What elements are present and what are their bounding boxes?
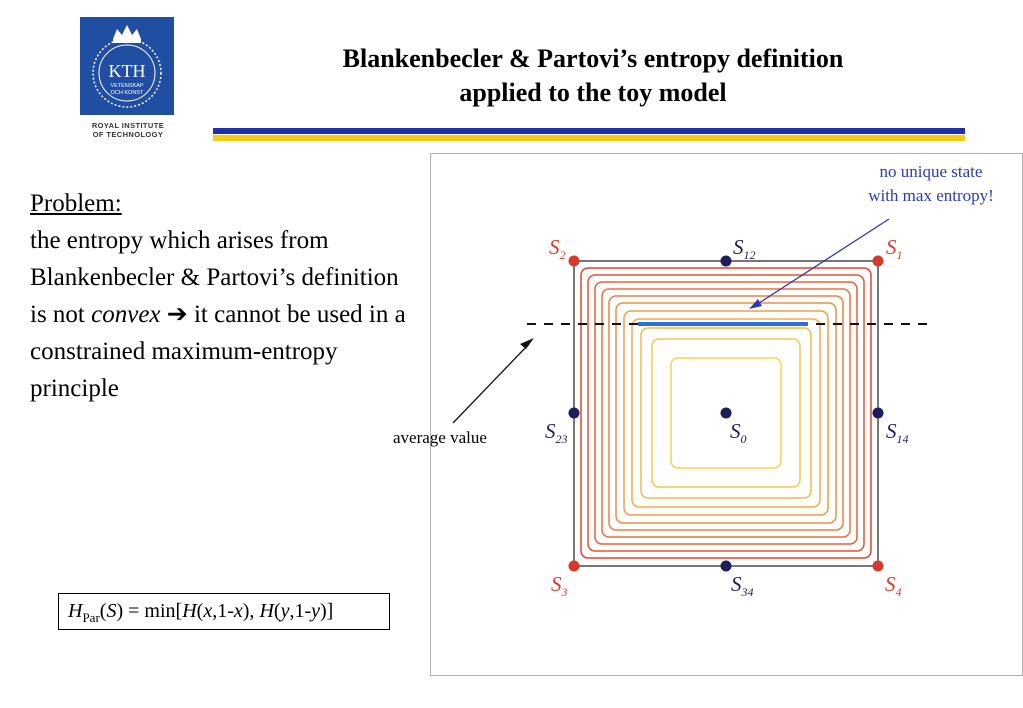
formula-y2: y <box>311 600 321 622</box>
problem-heading: Problem: <box>30 190 122 217</box>
entropy-contour-line <box>631 318 821 508</box>
state-label-s0-sub: 0 <box>740 432 747 447</box>
problem-text-after: it cannot be used in a constrained maxim… <box>30 301 406 402</box>
state-label-s1: S1 <box>886 236 903 266</box>
state-label-s4-sub: 4 <box>895 585 902 600</box>
formula-p2: ( <box>273 600 281 622</box>
formula-c1: ), <box>242 600 260 622</box>
state-label-s12: S12 <box>733 236 756 266</box>
logo-caption-line2: OF TECHNOLOGY <box>92 130 164 139</box>
formula-h2: H <box>259 600 274 622</box>
entropy-contour-line <box>651 338 801 488</box>
state-label-s4-main: S <box>885 572 896 596</box>
formula-m2: ,1- <box>289 600 312 622</box>
logo-subtext-line1: VETENSKAP <box>110 83 143 89</box>
formula-eq: ) = min[ <box>116 600 183 622</box>
state-label-s12-main: S <box>733 235 744 259</box>
note-arrowhead-icon <box>749 299 762 309</box>
formula-close: )] <box>320 600 334 622</box>
title-line1: Blankenbecler & Partovi’s entropy defini… <box>342 44 844 73</box>
no-unique-state-note: no unique state with max entropy! <box>845 160 1017 208</box>
state-label-s34-main: S <box>731 572 742 596</box>
state-point-s1 <box>872 255 884 267</box>
state-label-s34-sub: 34 <box>741 585 754 600</box>
state-point-s12 <box>720 255 732 267</box>
title-line2: applied to the toy model <box>459 78 727 107</box>
kth-logo: KTH VETENSKAP OCH KONST <box>80 17 174 115</box>
state-label-s1-main: S <box>886 235 897 259</box>
state-point-s34 <box>720 560 732 572</box>
implies-arrow-icon: ➔ <box>166 301 188 328</box>
problem-text-block: Problem: the entropy which arises from B… <box>30 185 420 407</box>
formula-x2: x <box>233 600 243 622</box>
state-label-s1-sub: 1 <box>896 248 903 263</box>
problem-emphasis: convex <box>91 301 161 328</box>
entropy-contour-line <box>601 288 851 538</box>
state-label-s4: S4 <box>885 573 902 603</box>
formula-open: ( <box>99 600 107 622</box>
entropy-contour-line <box>587 274 865 552</box>
logo-subtext-line2: OCH KONST <box>111 90 144 96</box>
state-label-s2-sub: 2 <box>559 248 566 263</box>
average-value-label: average value <box>393 428 487 447</box>
logo-text: KTH <box>109 61 146 81</box>
formula-h: H <box>68 600 83 622</box>
entropy-contour-line <box>580 267 872 559</box>
title-underline-yellow <box>213 135 965 141</box>
state-label-s0-main: S <box>730 419 741 443</box>
formula-subscript: Par <box>82 610 100 625</box>
logo-caption-line1: ROYAL INSTITUTE <box>91 121 165 130</box>
state-label-s23-sub: 23 <box>555 432 568 447</box>
entropy-contours <box>580 267 872 559</box>
entropy-contour-line <box>623 310 829 516</box>
state-label-s3: S3 <box>551 573 568 603</box>
state-label-s2-main: S <box>549 235 560 259</box>
entropy-contour-line <box>640 327 812 499</box>
state-point-s14 <box>872 407 884 419</box>
formula-s: S <box>106 600 117 622</box>
formula-p1: ( <box>196 600 204 622</box>
state-point-s3 <box>568 560 580 572</box>
state-label-s23-main: S <box>545 419 556 443</box>
state-label-s14-main: S <box>886 419 897 443</box>
formula-m1: ,1- <box>212 600 234 622</box>
note-line2: with max entropy! <box>868 186 994 205</box>
state-point-s4 <box>872 560 884 572</box>
state-point-s0 <box>720 407 732 419</box>
state-label-s12-sub: 12 <box>743 248 756 263</box>
entropy-contour-line <box>608 295 844 531</box>
note-arrow-line <box>755 218 890 306</box>
state-label-s34: S34 <box>731 573 754 603</box>
formula-x1: x <box>203 600 213 622</box>
entropy-formula-box: HPar(S) = min[H(x,1-x), H(y,1-y)] <box>58 593 390 630</box>
entropy-contour-line <box>594 281 858 545</box>
state-point-s23 <box>568 407 580 419</box>
state-point-s2 <box>568 255 580 267</box>
kth-seal-graphic: KTH VETENSKAP OCH KONST <box>92 25 162 108</box>
state-label-s3-main: S <box>551 572 562 596</box>
state-label-s3-sub: 3 <box>561 585 568 600</box>
logo-caption: ROYAL INSTITUTE OF TECHNOLOGY <box>78 121 178 139</box>
formula-y1: y <box>280 600 290 622</box>
state-label-s23: S23 <box>545 420 568 450</box>
state-label-s0: S0 <box>730 420 747 450</box>
note-line1: no unique state <box>879 162 983 181</box>
state-label-s2: S2 <box>549 236 566 266</box>
title-underline-blue <box>213 128 965 134</box>
avg-arrowhead-icon <box>520 338 534 349</box>
entropy-contour-line <box>615 302 837 524</box>
slide-title: Blankenbecler & Partovi’s entropy defini… <box>230 42 956 110</box>
state-label-s14: S14 <box>886 420 909 450</box>
problem-text-before: the entropy which arises from Blankenbec… <box>30 227 399 328</box>
avg-arrow-line <box>452 343 530 424</box>
entropy-contour-line <box>670 357 782 469</box>
state-label-s14-sub: 14 <box>896 432 909 447</box>
formula-h1: H <box>182 600 197 622</box>
